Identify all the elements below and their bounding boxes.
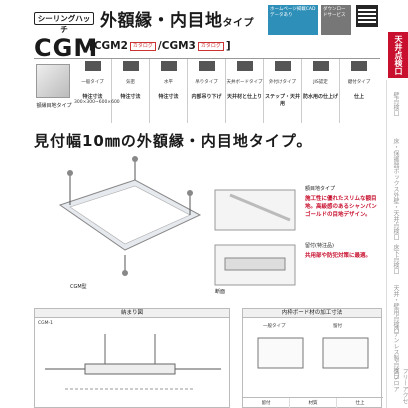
variant-2: CGM3: [161, 40, 196, 52]
board-cut-title: 内枠ボード材の加工寸法: [243, 309, 381, 318]
table-header-cell: 仕上: [355, 401, 365, 406]
detail-2-text: 共用部や防犯対策に最適。: [305, 253, 372, 259]
airtight-icon: [122, 61, 139, 71]
side-tab-item[interactable]: 床・保護器ボックス: [392, 138, 399, 192]
section-drawing-title: 納まり図: [35, 309, 229, 318]
spec-cell: 気密 特注寸法: [112, 59, 150, 123]
board-cut-sub-2: 留付: [333, 324, 342, 329]
spec-table-header: 留付 材質 仕上: [243, 397, 383, 408]
hatch-illustration: CGM型: [40, 155, 210, 295]
side-tab-item[interactable]: 天井・壁用点検口: [392, 285, 399, 333]
product-type-title: 外額縁・内目地タイプ: [100, 6, 254, 31]
side-tab-item[interactable]: フリーアクセスフロア: [392, 368, 408, 404]
side-tab-item[interactable]: ステンレス製点検口: [392, 325, 399, 379]
hatch-icon: [84, 61, 101, 71]
hanging-icon: [198, 61, 215, 71]
side-tab-active[interactable]: 天井点検口: [388, 32, 408, 78]
section-drawing-label: CGM-1: [38, 321, 53, 326]
corner-detail-drawing: [214, 189, 296, 231]
ceiling-board-icon: [236, 61, 253, 71]
product-type-suffix: タイプ: [222, 18, 254, 29]
product-type-main: 外額縁・内目地: [100, 11, 223, 31]
variant-1-tag: カタログ: [129, 41, 156, 51]
board-cut-sub-1: 一般タイプ: [263, 324, 286, 329]
side-tab-item[interactable]: 壁点検口: [392, 92, 399, 116]
detail-1-title: 額目地タイプ: [305, 186, 336, 192]
spec-cell: 水平 特注寸法: [150, 59, 188, 123]
variant-2-tag: カタログ: [197, 41, 224, 51]
spec-cell: JIS認定 防水用の仕上げ: [302, 59, 340, 123]
side-tab-item[interactable]: 外壁・天井点検口: [392, 192, 399, 240]
spec-cell: 鍵付タイプ 仕上: [340, 59, 378, 123]
detail-1-text: 施工性に優れたスリムな額目地。高級感のあるシャンパンゴールドの目地デザイン。: [305, 196, 377, 218]
table-header-cell: 材質: [290, 398, 337, 408]
qr-code-icon[interactable]: [356, 5, 378, 27]
section-drawing-panel: 納まり図 CGM-1: [34, 308, 230, 408]
series-badge: シーリングハッチ: [34, 12, 94, 34]
spec-grid: 一般タイプ 特注寸法 300×300~600×600 気密 特注寸法 水平 特注…: [34, 58, 380, 123]
side-tab-item[interactable]: 床下点検口: [392, 244, 399, 274]
external-mount-icon: [274, 61, 291, 71]
thumbnail-caption: 額縁目地タイプ: [36, 103, 72, 109]
table-header-cell: 留付: [243, 398, 290, 408]
level-icon: [160, 61, 177, 71]
lock-icon: [351, 61, 367, 71]
board-cut-panel: 内枠ボード材の加工寸法 一般タイプ 留付 留付 材質 仕上: [242, 308, 383, 408]
spec-cell: 一般タイプ 特注寸法 300×300~600×600: [74, 59, 120, 123]
variant-1: CGM2: [93, 40, 128, 52]
tagline: 見付幅10㎜の外額縁・内目地タイプ。: [34, 132, 313, 150]
board-cut-drawing: [257, 337, 369, 369]
main-illustration-caption: CGM型: [70, 284, 87, 290]
hatch-frame-drawing: [58, 156, 202, 276]
model-code: CGM: [34, 34, 99, 62]
detail-caption: 断面: [215, 289, 226, 295]
download-service-badge[interactable]: ダウンロードサービス: [321, 5, 351, 35]
cad-data-badge[interactable]: ホームページ掲載CADデータあり: [268, 5, 318, 35]
spec-cell: 外付けタイプ ステップ・天井用: [264, 59, 302, 123]
spec-cell: 天井ボードタイプ 天井材と仕上り: [226, 59, 264, 123]
section-drawing: [45, 334, 221, 390]
detail-2-title: 留付(特注品): [305, 243, 334, 249]
jis-icon: [312, 61, 329, 71]
detail-section: 額目地タイプ 施工性に優れたスリムな額目地。高級感のあるシャンパンゴールドの目地…: [210, 180, 380, 295]
product-thumbnail: [36, 64, 70, 98]
lock-detail-drawing: [214, 244, 296, 286]
spec-cell: 吊りタイプ 内部吊り下げ: [188, 59, 226, 123]
side-divider: [386, 80, 387, 408]
